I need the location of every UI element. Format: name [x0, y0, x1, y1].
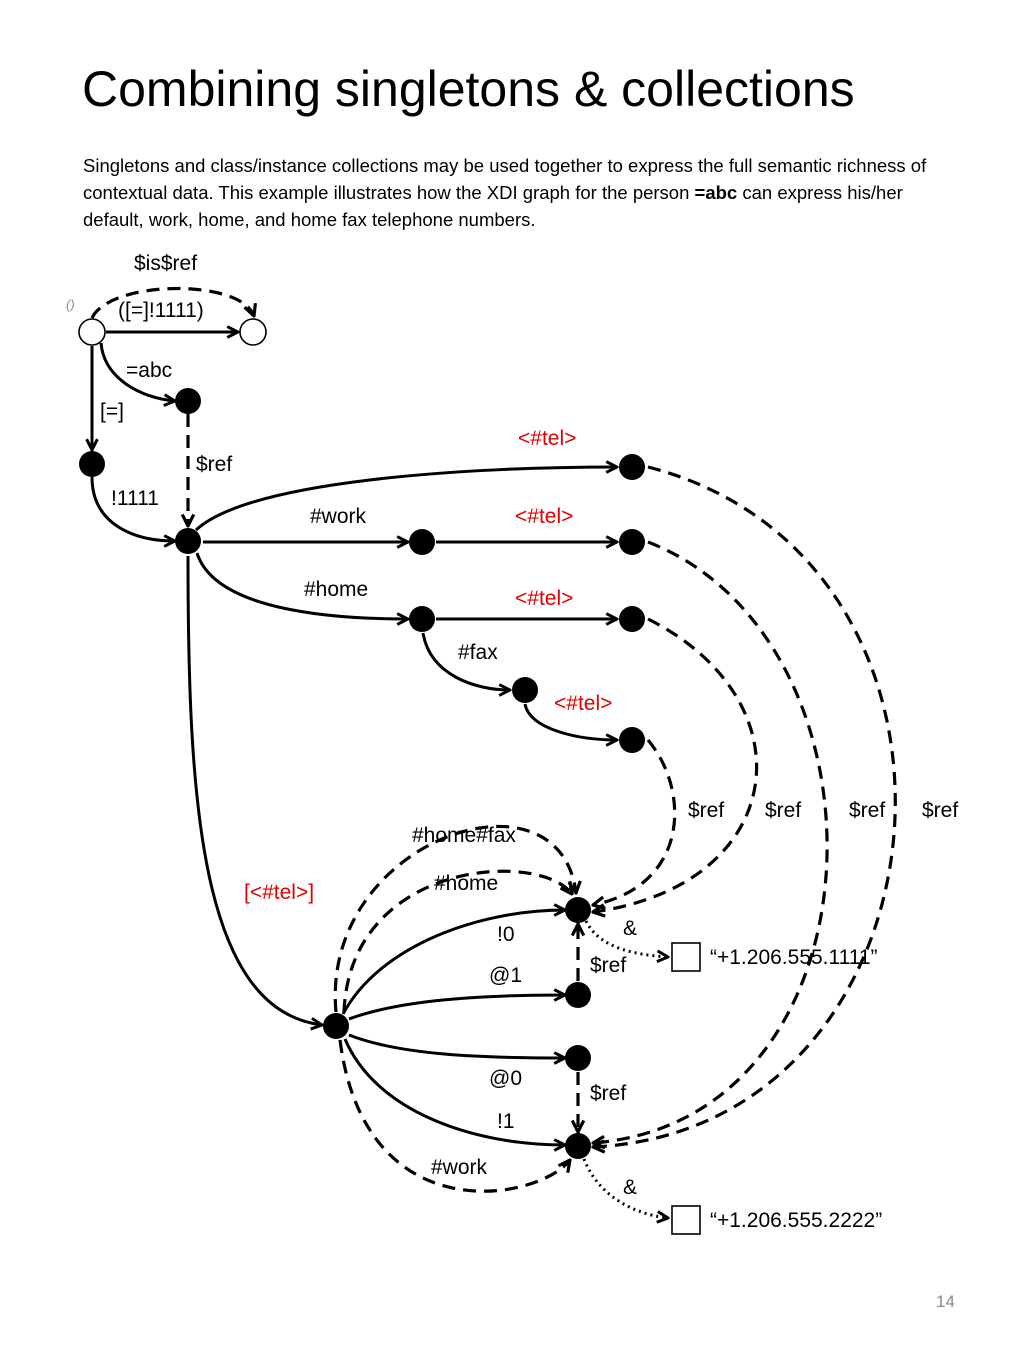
at1-node [565, 982, 591, 1008]
edge-bang0 [341, 910, 565, 1015]
literal-box-2 [671, 1205, 701, 1235]
label-work-arc: #work [431, 1156, 488, 1179]
slide-title: Combining singletons & collections [82, 61, 855, 117]
work-node [409, 529, 435, 555]
tel-collection-node [323, 1013, 349, 1039]
edge-1111 [90, 476, 175, 541]
label-ref-a: $ref [688, 799, 724, 822]
label-homefax-arc: #home#fax [412, 824, 516, 847]
label-ref-c: $ref [849, 799, 885, 822]
label-eq-1111-arc: ([=]!1111) [118, 299, 204, 322]
edge-bang1 [343, 1038, 565, 1145]
label-eq: [=] [100, 400, 124, 423]
eq-node [79, 451, 105, 477]
label-ref-b: $ref [765, 799, 801, 822]
edge-home-arc [342, 869, 572, 1013]
literal-box-1 [671, 942, 701, 972]
tel-home-node [619, 606, 645, 632]
label-tel-work: <#tel> [515, 505, 573, 528]
label-tel-home: <#tel> [515, 587, 573, 610]
body-text-part-2: can express his/her default, work, home,… [83, 182, 903, 230]
tel-work-node [619, 529, 645, 555]
label-work: #work [310, 505, 367, 528]
label-ref-abc: $ref [196, 453, 232, 476]
edge-tel-collection [186, 555, 322, 1025]
edge-homefax-arc [333, 824, 576, 1013]
label-bang1: !1 [497, 1110, 515, 1133]
home-node [409, 606, 435, 632]
label-ref-at0: $ref [590, 1082, 626, 1105]
root-node [78, 318, 106, 346]
edge-amp1 [584, 920, 668, 957]
eq-1111-node [175, 528, 201, 554]
tel-top-node [619, 454, 645, 480]
label-amp2: & [623, 1176, 637, 1199]
label-fax: #fax [458, 641, 498, 664]
bang1-node [565, 1133, 591, 1159]
label-phone1: “+1.206.555.1111” [710, 946, 878, 969]
label-home: #home [304, 578, 368, 601]
abc-node [175, 388, 201, 414]
edge-ref-work-tel [593, 540, 829, 1143]
label-tel-fax: <#tel> [554, 692, 612, 715]
edge-home [195, 552, 408, 619]
edge-fax [421, 632, 510, 690]
label-at0: @0 [489, 1067, 522, 1090]
slide-body-text: Singletons and class/instance collection… [83, 152, 943, 233]
edge-ref-top-tel [593, 465, 897, 1147]
edge-ref-fax-tel [593, 738, 677, 905]
label-ref-at1: $ref [590, 954, 626, 977]
label-abc: =abc [126, 359, 172, 382]
label-bang0: !0 [497, 923, 515, 946]
edge-ref-home-tel [593, 617, 759, 912]
label-amp1: & [623, 917, 637, 940]
label-tel-top: <#tel> [518, 427, 576, 450]
bang0-node [565, 897, 591, 923]
edge-tel-top [194, 467, 617, 532]
edge-amp2 [582, 1158, 668, 1218]
body-text-part-1: Singletons and class/instance collection… [83, 155, 927, 203]
label-at1: @1 [489, 964, 522, 987]
label-1111: !1111 [111, 487, 159, 510]
edge-is-ref [90, 286, 254, 318]
context-node [239, 318, 267, 346]
body-text-bold-person: =abc [694, 182, 738, 203]
edge-work-arc [338, 1039, 570, 1193]
root-label: () [66, 297, 75, 312]
label-ref-d: $ref [922, 799, 958, 822]
at0-node [565, 1045, 591, 1071]
label-phone2: “+1.206.555.2222” [710, 1209, 882, 1232]
label-home-arc: #home [434, 872, 498, 895]
edge-at0 [348, 1033, 565, 1058]
edge-at1 [348, 995, 565, 1021]
fax-node [512, 677, 538, 703]
label-is-ref: $is$ref [134, 252, 197, 275]
edge-abc [99, 342, 175, 401]
label-tel-collection: [<#tel>] [244, 881, 314, 904]
edge-tel-fax [523, 703, 617, 740]
tel-fax-node [619, 727, 645, 753]
page-number: 14 [936, 1292, 955, 1311]
